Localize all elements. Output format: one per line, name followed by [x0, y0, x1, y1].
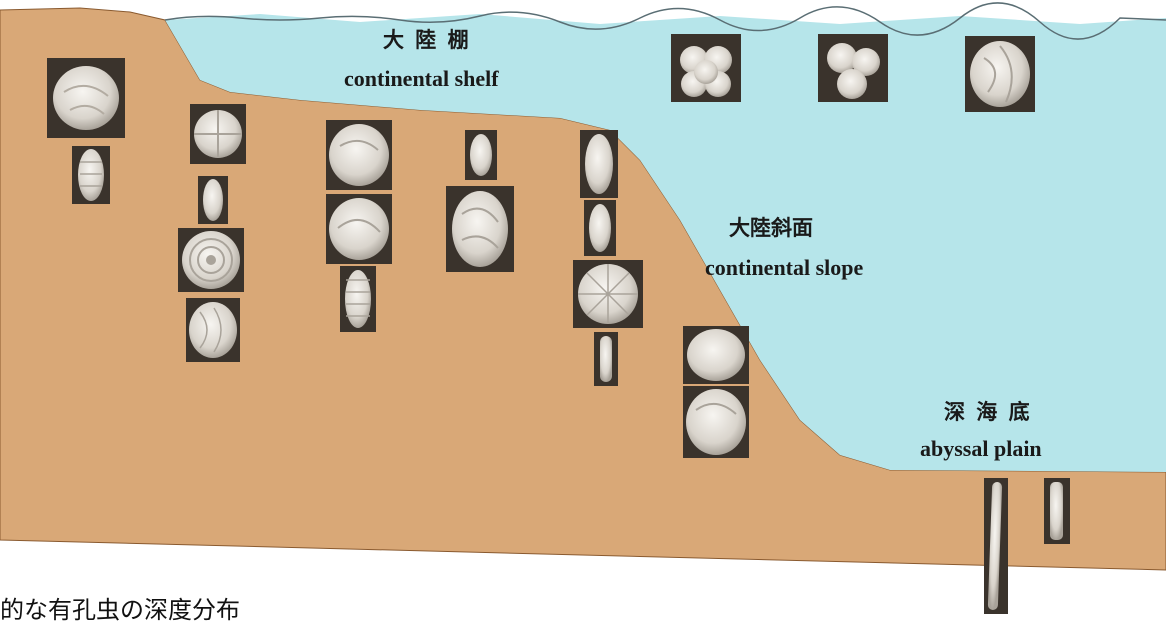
- foraminifera-fossil-icon: [683, 326, 749, 384]
- figure-caption: 的な有孔虫の深度分布: [0, 596, 240, 624]
- foraminifera-fossil-icon: [594, 332, 618, 386]
- foraminifera-fossil-icon: [573, 260, 643, 328]
- shelf-label-en: continental shelf: [344, 66, 499, 91]
- foraminifera-fossil-icon: [965, 36, 1035, 112]
- sea-surface-line: [164, 2, 1166, 40]
- foraminifera-fossil-icon: [190, 104, 246, 164]
- foraminifera-fossil-icon: [186, 298, 240, 362]
- shelf-label-ja: 大 陸 棚: [383, 28, 471, 52]
- fossil-specimens: [47, 34, 1070, 614]
- foraminifera-fossil-icon: [198, 176, 228, 224]
- foraminifera-fossil-icon: [178, 228, 244, 292]
- foraminifera-fossil-icon: [326, 194, 392, 264]
- foraminifera-fossil-icon: [584, 200, 616, 256]
- abyssal-label-ja: 深 海 底: [944, 400, 1032, 424]
- foraminifera-fossil-icon: [465, 130, 497, 180]
- foraminifera-fossil-icon: [326, 120, 392, 190]
- foraminifera-fossil-icon: [72, 146, 110, 204]
- foraminifera-fossil-icon: [1044, 478, 1070, 544]
- foraminifera-fossil-icon: [671, 34, 741, 102]
- abyssal-label-en: abyssal plain: [920, 436, 1042, 461]
- slope-label-ja: 大陸斜面: [729, 216, 813, 240]
- foraminifera-fossil-icon: [580, 130, 618, 198]
- slope-label-en: continental slope: [705, 255, 864, 280]
- foraminifera-fossil-icon: [446, 186, 514, 272]
- foraminifera-fossil-icon: [818, 34, 888, 102]
- foraminifera-fossil-icon: [340, 266, 376, 332]
- sea-water: [165, 14, 1166, 472]
- foraminifera-fossil-icon: [683, 386, 749, 458]
- foraminifera-fossil-icon: [984, 478, 1008, 614]
- foraminifera-fossil-icon: [47, 58, 125, 138]
